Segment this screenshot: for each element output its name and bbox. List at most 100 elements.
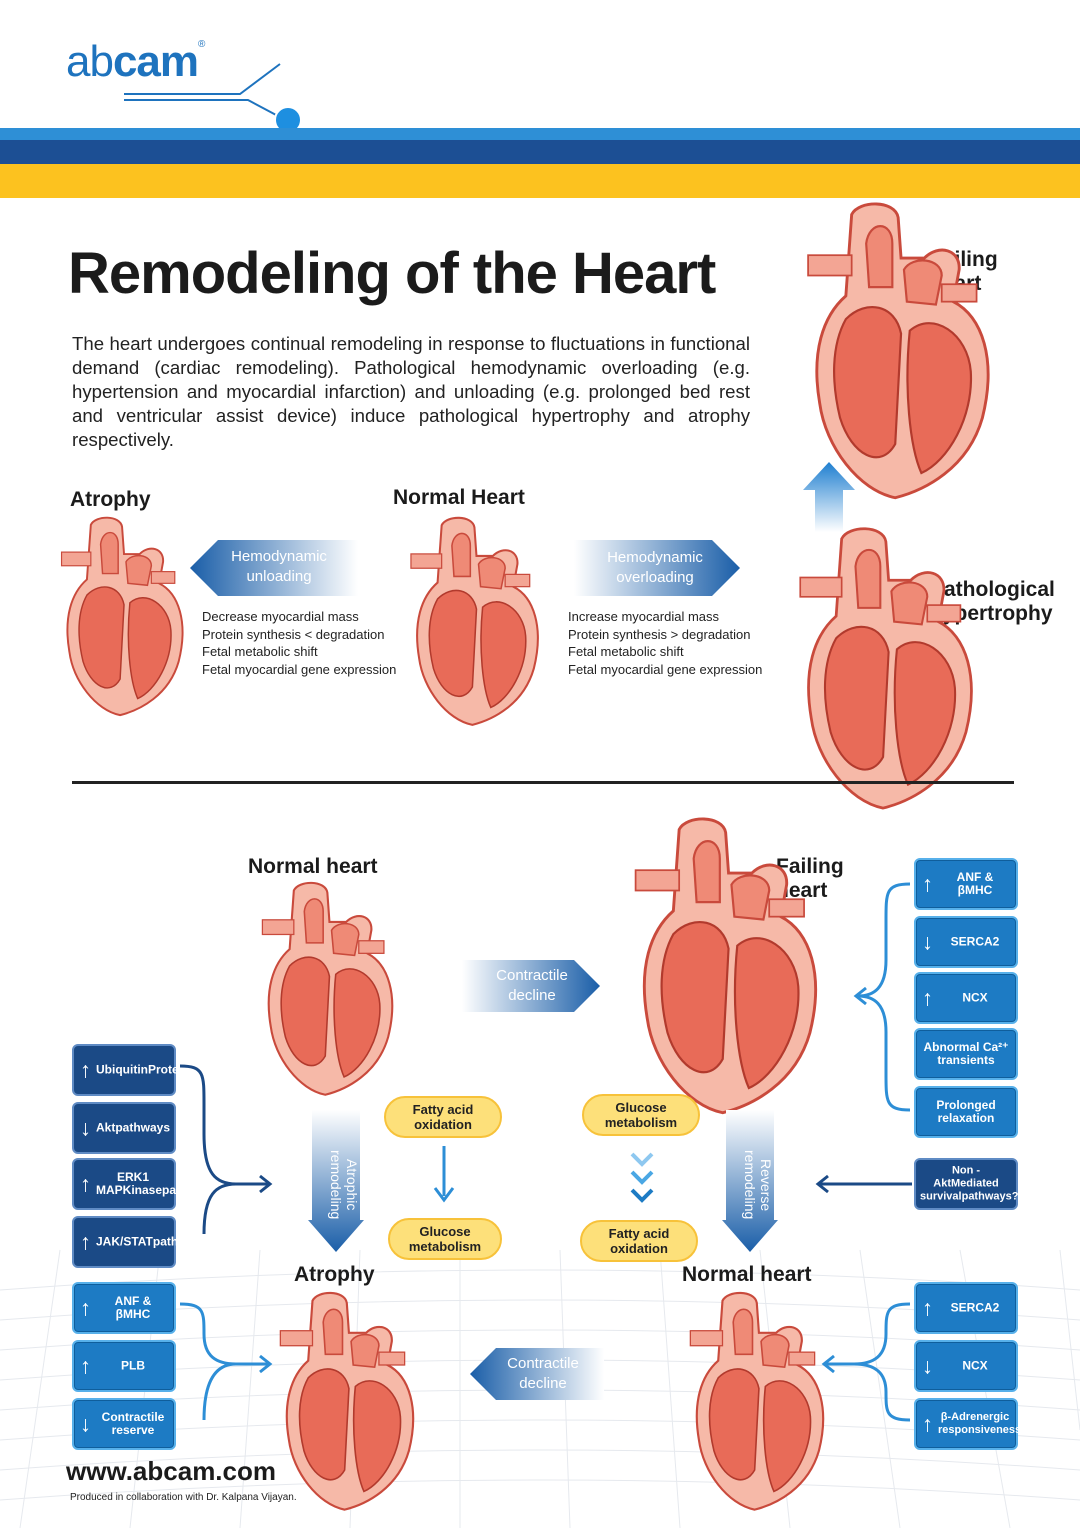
box-line: responsiveness	[938, 1424, 1022, 1436]
increase-effects-list: Increase myocardial mass Protein synthes…	[568, 608, 762, 678]
ncx-box-right: ↑ NCX	[914, 972, 1018, 1024]
right-bracket-upper	[853, 882, 911, 1112]
box-line: Contractile	[101, 1410, 165, 1424]
fatty-acid-oxidation-pill-1: Fatty acid oxidation	[384, 1096, 502, 1138]
header-stripe-light	[0, 128, 1080, 140]
box-line: pathways	[115, 1120, 171, 1135]
hypertrophy-heart-illustration	[798, 527, 973, 810]
box-line: JAK/STAT	[96, 1234, 153, 1249]
up-arrow-icon: ↑	[80, 1171, 91, 1197]
box-line: β-Adrenergic	[940, 1411, 1010, 1423]
up-arrow-icon: ↑	[80, 1229, 91, 1255]
metabolism-down-arrow-1	[433, 1146, 455, 1203]
pill-line2: oxidation	[610, 1241, 668, 1256]
down-arrow-icon: ↓	[922, 929, 933, 955]
credit-text: Produced in collaboration with Dr. Kalpa…	[70, 1492, 297, 1503]
box-line: Kinase	[122, 1183, 163, 1197]
box-line: βMHC	[957, 883, 993, 897]
overloading-line1: Hemodynamic	[607, 549, 703, 566]
box-line: Prolonged	[936, 1098, 996, 1112]
atrophy-heart-illustration-bottom	[279, 1291, 415, 1511]
header-stripe-yellow	[0, 164, 1080, 198]
normal-heart-label: Normal Heart	[393, 486, 525, 509]
atrophy-heart-illustration	[60, 516, 184, 717]
abcam-logo: abcam®	[66, 37, 205, 86]
contractile-decline-text-bottom: Contractile decline	[488, 1354, 598, 1394]
list-item: Fetal metabolic shift	[568, 644, 684, 659]
overloading-line2: overloading	[616, 569, 694, 586]
serca2-box-lower: ↑ SERCA2	[914, 1282, 1018, 1334]
abnormal-ca-box: Abnormal Ca²⁺transients	[914, 1028, 1018, 1080]
normal-heart-label-bottom: Normal heart	[682, 1263, 812, 1286]
left-bracket-lower	[179, 1302, 273, 1421]
patho-label-line1: Pathological	[930, 578, 1055, 601]
reverse-remodeling-arrow	[722, 1110, 778, 1252]
serca2-box-right: ↓ SERCA2	[914, 916, 1018, 968]
box-line: ANF &	[956, 870, 994, 884]
unloading-line1: Hemodynamic	[231, 548, 327, 565]
up-arrow-icon: ↑	[922, 1295, 933, 1321]
box-line: pathway	[152, 1234, 201, 1249]
jak-stat-box: ↑ JAK/STATpathway	[72, 1216, 201, 1268]
contractile-line2: decline	[519, 1375, 567, 1392]
box-line: pathway	[217, 1062, 266, 1077]
box-line: Ubiquitin	[96, 1062, 148, 1077]
failing-line1: Failing	[776, 855, 844, 878]
normal-heart-label-bottom-top: Normal heart	[248, 855, 378, 878]
list-item: Fetal metabolic shift	[202, 644, 318, 659]
intro-paragraph: The heart undergoes continual remodeling…	[72, 333, 750, 450]
akt-pathways-box: ↓ Aktpathways	[72, 1102, 176, 1154]
up-arrow-icon: ↑	[80, 1295, 91, 1321]
non-akt-pathways-box: Non - AktMediated survivalpathways?	[914, 1158, 1018, 1210]
box-line: SERCA2	[950, 934, 1000, 949]
normal-heart-illustration	[409, 516, 539, 726]
pill-line1: Fatty acid	[412, 1102, 474, 1117]
down-arrow-icon: ↓	[80, 1115, 91, 1141]
fatty-acid-oxidation-pill-2: Fatty acid oxidation	[580, 1220, 698, 1262]
logo-text-bold: cam	[112, 37, 199, 86]
up-arrow-icon: ↑	[922, 871, 933, 897]
box-line: transients	[937, 1053, 995, 1067]
glucose-metabolism-pill-2: Glucose metabolism	[582, 1094, 700, 1136]
box-line: Abnormal Ca²⁺	[923, 1040, 1009, 1054]
box-line: NCX	[962, 990, 988, 1005]
failing-heart-illustration-top	[806, 202, 990, 500]
plb-box: ↑ PLB	[72, 1340, 176, 1392]
failing-heart-label-bottom: Failing heart	[776, 855, 844, 903]
pill-line1: Glucose	[419, 1224, 471, 1239]
list-item: Protein synthesis > degradation	[568, 626, 751, 642]
contractile-decline-arrow-top	[462, 960, 600, 1012]
contractile-decline-arrow-bottom	[470, 1348, 604, 1400]
box-line: βMHC	[115, 1307, 151, 1321]
contractile-line2: decline	[508, 987, 556, 1004]
header-stripe-navy	[0, 140, 1080, 164]
reverse-remodeling-text: Reverse remodeling	[742, 1150, 774, 1220]
logo-text-light: ab	[66, 37, 114, 86]
box-line: NCX	[962, 1358, 988, 1373]
box-line: pathway	[162, 1183, 211, 1197]
erk1-map-kinase-box: ↑ ERK1 MAPKinasepathway	[72, 1158, 210, 1210]
box-line: Mediated survival	[920, 1177, 999, 1203]
atrophy-label-bottom: Atrophy	[294, 1263, 375, 1286]
non-akt-arrow	[815, 1174, 912, 1194]
ncx-box-lower: ↓ NCX	[914, 1340, 1018, 1392]
unloading-line2: unloading	[246, 568, 312, 585]
pill-line1: Fatty acid	[608, 1226, 670, 1241]
hemodynamic-overloading-arrow	[574, 540, 740, 596]
right-bracket-lower	[821, 1302, 911, 1422]
pill-line2: metabolism	[604, 1115, 678, 1130]
pill-line2: metabolism	[408, 1239, 482, 1254]
hemodynamic-unloading-arrow	[190, 540, 358, 596]
atrophic-remodeling-text: Atrophic remodeling	[328, 1150, 360, 1220]
list-item: Decrease myocardial mass	[202, 609, 359, 624]
failing-line2: heart	[776, 879, 828, 902]
box-line: relaxation	[937, 1111, 995, 1125]
box-line: PLB	[121, 1358, 145, 1373]
down-arrow-icon: ↓	[922, 1353, 933, 1379]
website-url[interactable]: www.abcam.com	[66, 1456, 276, 1486]
metabolism-chevrons	[630, 1152, 654, 1203]
up-arrow-icon: ↑	[80, 1057, 91, 1083]
contractile-decline-text-top: Contractile decline	[478, 966, 586, 1006]
